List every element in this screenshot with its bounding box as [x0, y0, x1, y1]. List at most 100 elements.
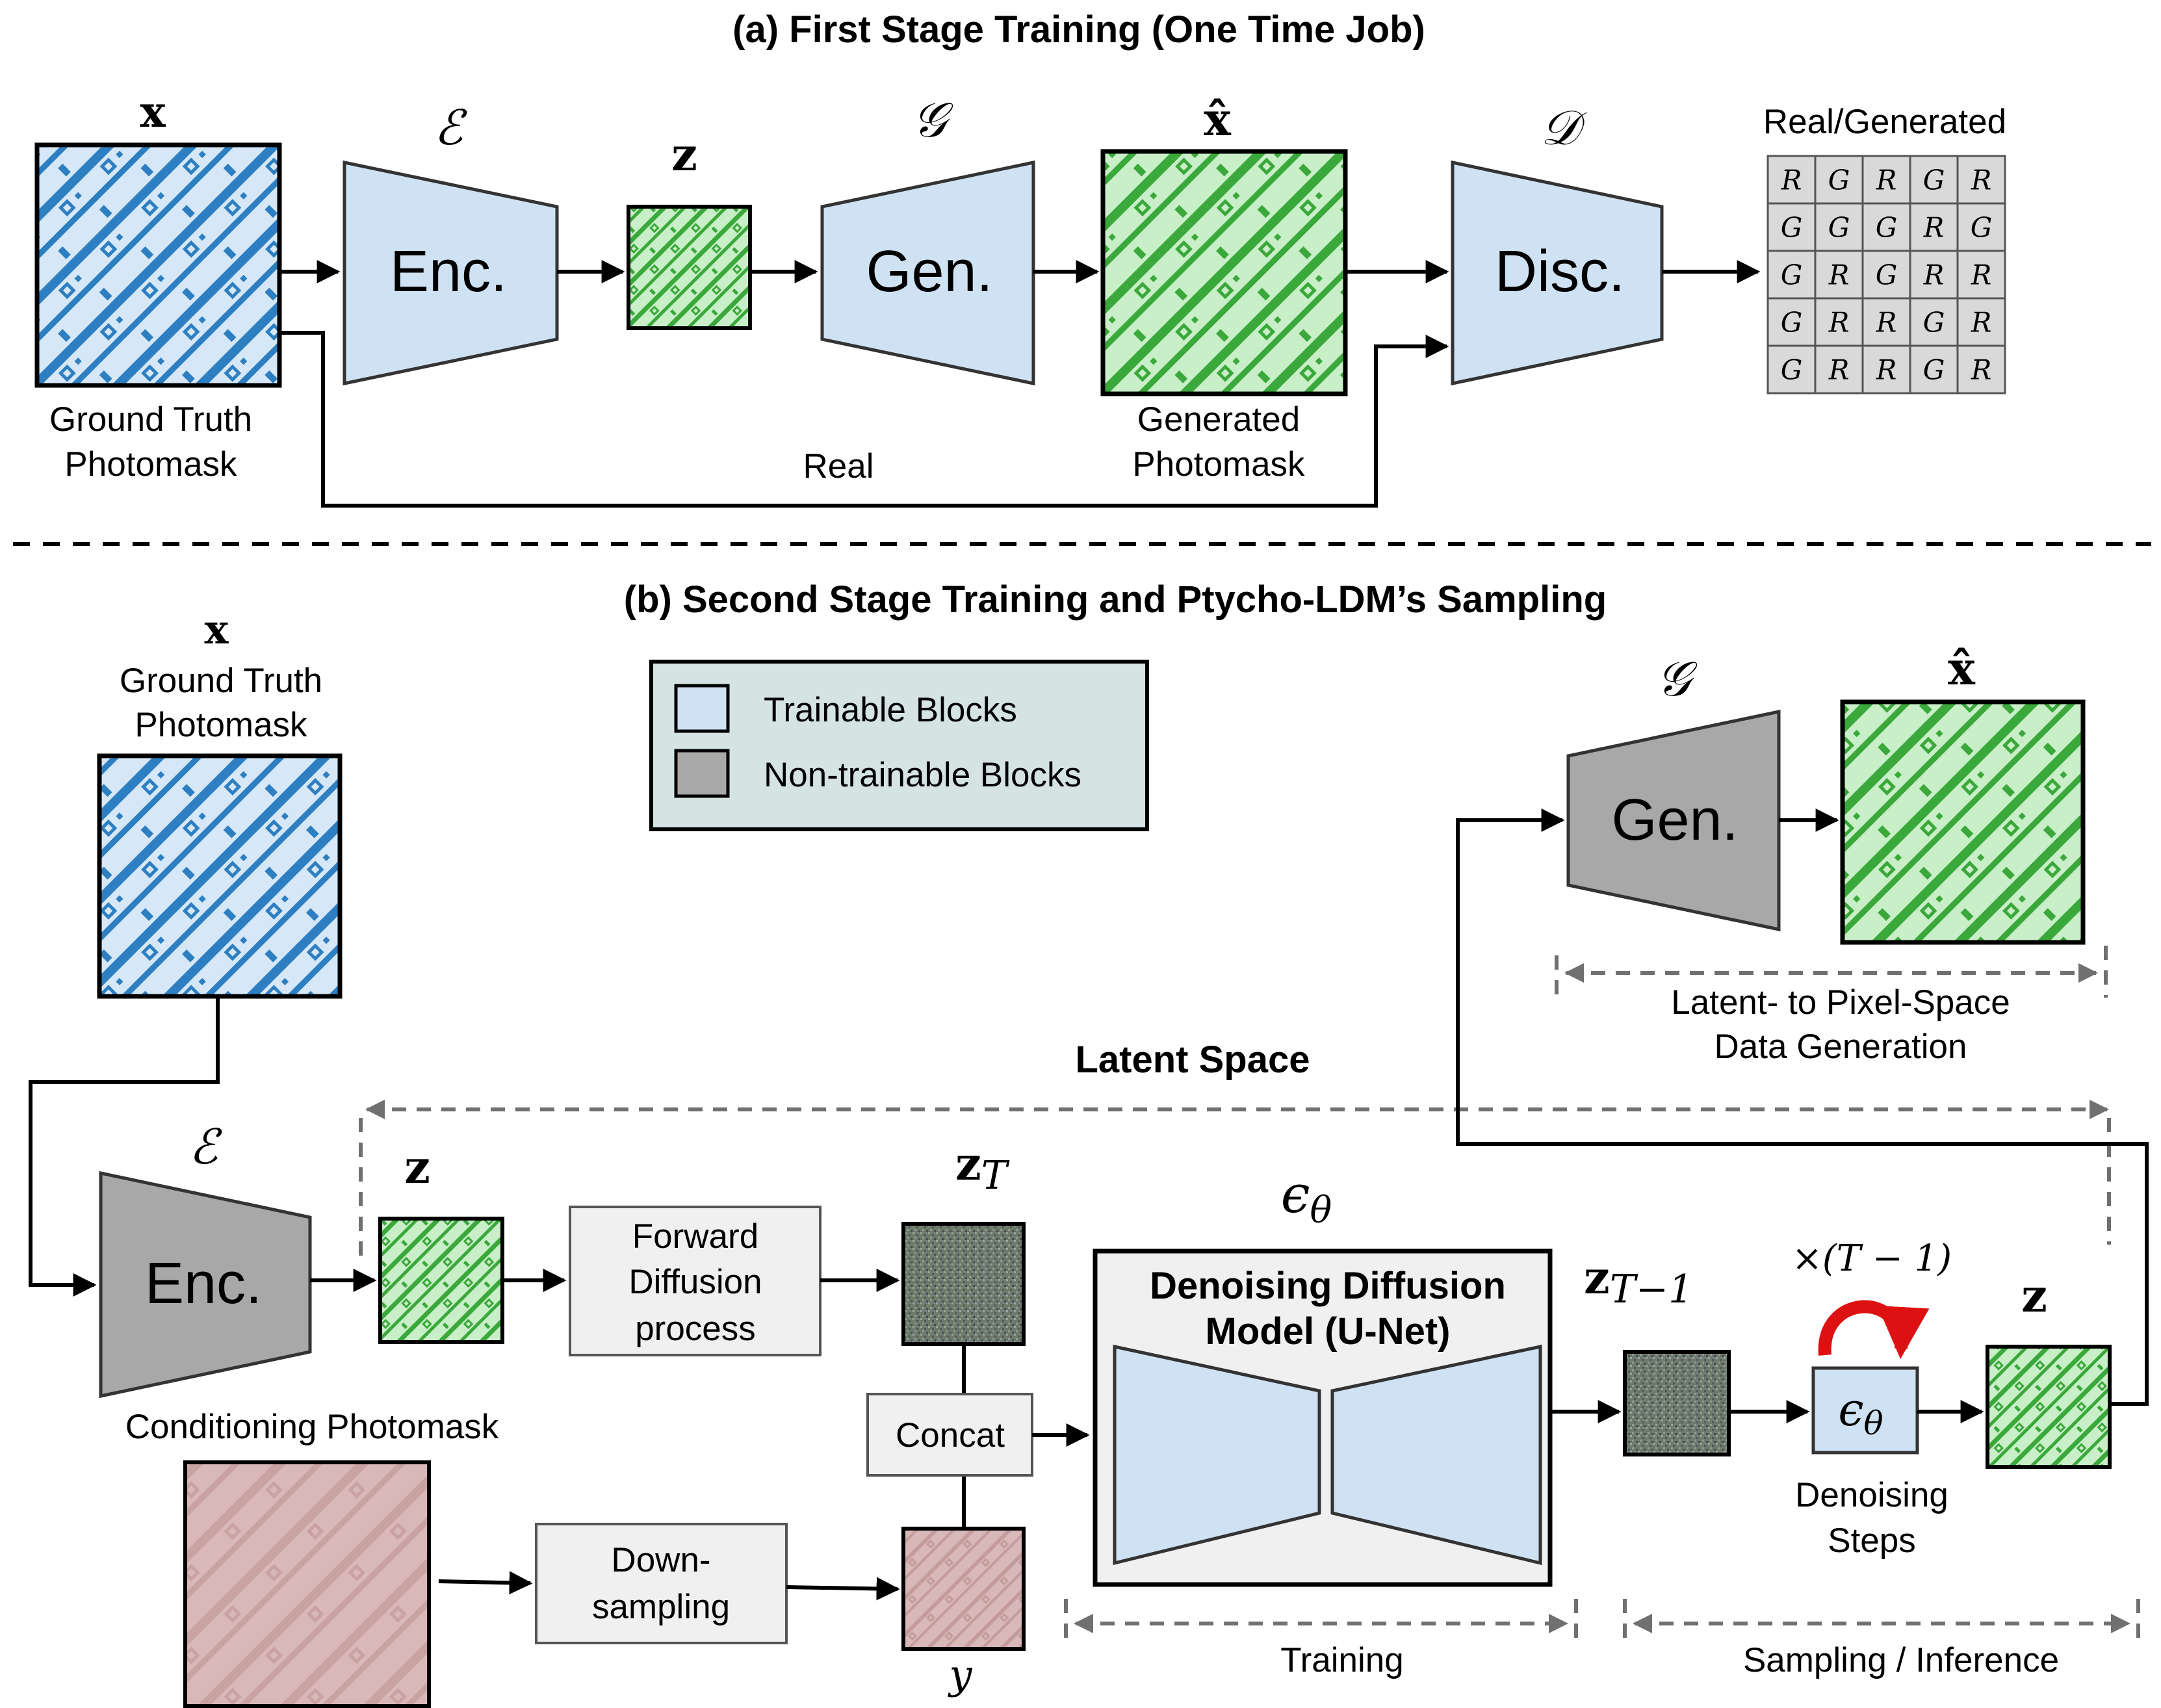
b-ground-truth-caption-line1: Ground Truth [120, 662, 322, 700]
a-disc-label: Disc. [1495, 239, 1625, 304]
output-grid-cell-label: G [1923, 307, 1945, 339]
output-grid-cell-label: G [1828, 164, 1850, 196]
legend: Trainable Blocks Non-trainable Blocks [649, 660, 1149, 831]
output-grid-cell-label: G [1923, 354, 1945, 386]
b-downsampling-line2: sampling [592, 1588, 730, 1626]
a-ground-truth-caption-line2: Photomask [64, 445, 237, 484]
b-latent-z [378, 1217, 504, 1344]
output-grid-cell-label: R [1828, 307, 1850, 339]
b-arrow-x-to-enc [29, 996, 220, 1297]
section-a-title: (a) First Stage Training (One Time Job) [732, 8, 1425, 51]
b-downsampled-y [901, 1527, 1026, 1651]
a-x-symbol: x [140, 86, 166, 137]
output-grid-cell-label: G [1781, 354, 1803, 386]
output-grid-cell-label: R [1876, 164, 1897, 196]
a-ground-truth-caption-line1: Ground Truth [49, 400, 252, 439]
b-arrow-z-to-gen [1456, 809, 2149, 1406]
a-encoder-label: Enc. [390, 239, 507, 304]
output-grid-cell [1766, 155, 1817, 205]
b-arrow-down-to-y [786, 1577, 900, 1601]
output-grid-cell-label: G [1923, 164, 1945, 196]
a-generated-photomask [1100, 149, 1348, 396]
b-concat-label: Concat [896, 1416, 1005, 1455]
b-zT-symbol: zT [955, 1137, 1010, 1198]
b-generated-photomask [1840, 699, 2086, 945]
b-sampling-label: Sampling / Inference [1743, 1641, 2059, 1679]
a-discriminator-block [1451, 160, 1664, 386]
legend-non-trainable-swatch [674, 749, 730, 798]
output-grid-cell-label: R [1828, 259, 1850, 291]
a-generator-block [820, 160, 1035, 386]
output-grid-cell [1766, 202, 1817, 252]
b-denoise-eps-symbol: ϵθ [1838, 1383, 1883, 1442]
b-noisy-latent-zT [901, 1222, 1026, 1346]
a-encoder-symbol: ℰ [434, 100, 468, 156]
output-grid-cell [1861, 344, 1911, 395]
b-repeat-arrow [1818, 1300, 1930, 1359]
output-grid-cell-label: R [1971, 354, 1992, 386]
output-grid-cell [1956, 344, 2006, 395]
b-l2p-label-line1: Latent- to Pixel-Space [1671, 983, 2010, 1022]
b-concat-box [866, 1393, 1033, 1477]
b-training-label: Training [1280, 1641, 1404, 1679]
b-generator-label: Gen. [1611, 788, 1738, 853]
legend-trainable-label: Trainable Blocks [764, 691, 1017, 729]
b-repeat-label: ×(T − 1) [1792, 1237, 1952, 1280]
output-grid-cell-label: R [1781, 164, 1802, 196]
output-grid-cell-label: G [1876, 259, 1898, 291]
b-latent-space-label: Latent Space [1076, 1039, 1310, 1081]
output-grid-cell-label: R [1876, 354, 1897, 386]
output-grid-cell [1861, 202, 1911, 252]
b-noisy-latent-zT1 [1623, 1350, 1731, 1456]
b-zT1-symbol: zT−1 [1584, 1250, 1693, 1312]
output-grid-cell [1861, 297, 1911, 347]
output-grid-cell [1956, 202, 2006, 252]
b-encoder-symbol: ℰ [189, 1119, 223, 1175]
b-conditioning-label: Conditioning Photomask [125, 1408, 499, 1446]
a-real-path-label: Real [803, 447, 873, 485]
output-grid-cell-label: G [1781, 212, 1803, 244]
b-arrow-cond-to-down [438, 1571, 533, 1595]
output-grid-cell-label: G [1781, 307, 1803, 339]
output-grid-cell [1909, 250, 1959, 300]
output-grid-cell-label: R [1971, 307, 1992, 339]
b-unet-eps-symbol: ϵθ [1281, 1164, 1332, 1232]
b-forward-diffusion-line3: process [635, 1310, 756, 1348]
b-ground-truth-caption-line2: Photomask [135, 706, 307, 744]
output-grid-cell [1814, 297, 1864, 347]
b-forward-diffusion-line1: Forward [632, 1217, 758, 1256]
a-generator-label: Gen. [866, 239, 992, 304]
b-xhat-symbol: x̂ [1948, 641, 1976, 695]
b-z-out-symbol: z [2021, 1269, 2047, 1323]
b-encoder-block [99, 1171, 312, 1399]
output-grid-cell [1956, 250, 2006, 300]
output-grid-cell-label: G [1828, 212, 1850, 244]
b-downsampling-box [535, 1523, 788, 1644]
a-generator-symbol: 𝒢 [912, 92, 954, 148]
b-unet-decoder-half [1330, 1344, 1542, 1566]
output-grid-cell-label: G [1781, 259, 1803, 291]
legend-trainable-swatch [674, 684, 730, 733]
b-unet-encoder-half [1113, 1344, 1321, 1566]
output-grid-cell [1909, 297, 1959, 347]
b-denoise-caption-line2: Steps [1828, 1521, 1916, 1560]
b-x-symbol: x [205, 606, 229, 653]
b-generator-symbol: 𝒢 [1657, 651, 1698, 707]
a-output-title: Real/Generated [1763, 103, 2006, 141]
output-grid-cell-label: R [1923, 212, 1945, 244]
output-grid-cell [1814, 344, 1864, 395]
b-unet-title-line2: Model (U-Net) [1206, 1310, 1451, 1352]
b-forward-diffusion-line2: Diffusion [628, 1263, 762, 1301]
b-latent-z-out [1986, 1345, 2112, 1469]
a-xhat-symbol: x̂ [1204, 92, 1232, 146]
b-ground-truth-photomask [97, 753, 343, 999]
b-z-symbol: z [404, 1140, 430, 1194]
output-grid-cell [1956, 297, 2006, 347]
a-ground-truth-photomask [34, 142, 282, 388]
a-latent-z [627, 205, 752, 330]
output-grid-cell-label: R [1876, 307, 1897, 339]
b-generator-block [1566, 709, 1781, 932]
output-grid-cell-label: R [1828, 354, 1850, 386]
